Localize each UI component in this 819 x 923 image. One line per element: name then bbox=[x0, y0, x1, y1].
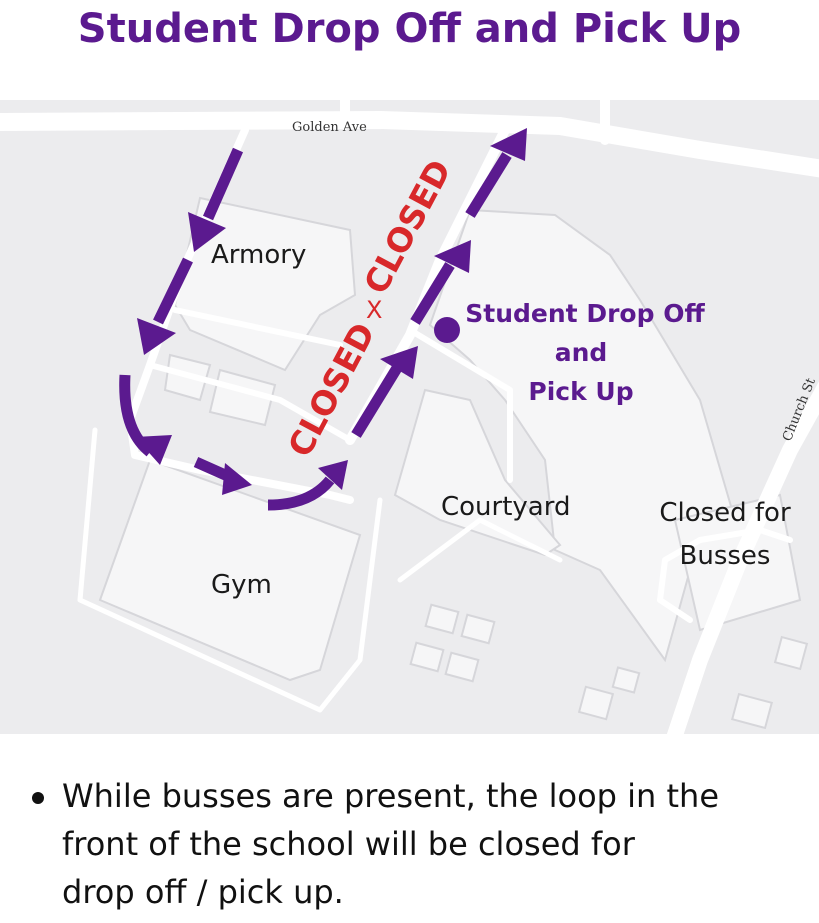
bullet-icon bbox=[32, 792, 44, 804]
armory-label: Armory bbox=[211, 240, 307, 270]
building-footprints bbox=[98, 196, 809, 730]
walkway-to-courtyard bbox=[407, 327, 513, 483]
courtyard-label: Courtyard bbox=[441, 492, 571, 522]
note-line2: front of the school will be closed for bbox=[62, 825, 635, 863]
drop-off-label-line2: and bbox=[554, 338, 608, 367]
gym-label: Gym bbox=[211, 570, 272, 600]
notes-list: While busses are present, the loop in th… bbox=[30, 772, 800, 916]
route-arrows bbox=[119, 128, 527, 511]
courtyard-building bbox=[393, 388, 562, 557]
closed-for-busses-line2: Busses bbox=[679, 541, 771, 571]
gym-building bbox=[98, 458, 362, 682]
closed-for-busses-line1: Closed for bbox=[659, 498, 791, 528]
arrow-curve-around bbox=[119, 374, 172, 465]
arrow-toward-gym bbox=[193, 456, 252, 495]
drop-off-point bbox=[434, 317, 460, 343]
map-graphics bbox=[0, 100, 819, 734]
note-line1: While busses are present, the loop in th… bbox=[62, 777, 720, 815]
bus-loop-path bbox=[657, 527, 793, 603]
arrow-exit-golden bbox=[465, 128, 527, 218]
closure-x-mark: X bbox=[366, 296, 383, 324]
note-item: While busses are present, the loop in th… bbox=[30, 772, 800, 916]
arrow-up-driveway bbox=[351, 346, 418, 438]
arrow-golden-to-armory bbox=[188, 147, 244, 252]
arrow-past-drop-off bbox=[410, 240, 471, 325]
loop-interior-path-2 bbox=[172, 307, 343, 348]
church-st-road bbox=[666, 381, 819, 734]
lower-walkway bbox=[397, 517, 563, 583]
arrow-armory-south bbox=[137, 257, 193, 355]
golden-ave-label: Golden Ave bbox=[292, 120, 367, 135]
campus-map[interactable]: Golden Ave Church St Armory Gym Courtyar… bbox=[0, 100, 819, 734]
closed-for-busses-label: Closed for Busses bbox=[640, 492, 810, 578]
drop-off-label: Student Drop Off and Pick Up bbox=[462, 294, 708, 411]
drop-off-label-line3: Pick Up bbox=[528, 377, 634, 406]
golden-ave-road bbox=[0, 111, 819, 178]
small-buildings bbox=[409, 603, 809, 730]
bus-lane-path bbox=[657, 597, 693, 623]
drop-off-label-line1: Student Drop Off bbox=[465, 299, 705, 328]
arrow-gym-curve bbox=[267, 460, 348, 511]
loop-interior-path-1 bbox=[147, 362, 353, 443]
note-line3: drop off / pick up. bbox=[62, 873, 344, 911]
gym-perimeter-path bbox=[77, 427, 383, 713]
page-title: Student Drop Off and Pick Up bbox=[77, 6, 742, 52]
